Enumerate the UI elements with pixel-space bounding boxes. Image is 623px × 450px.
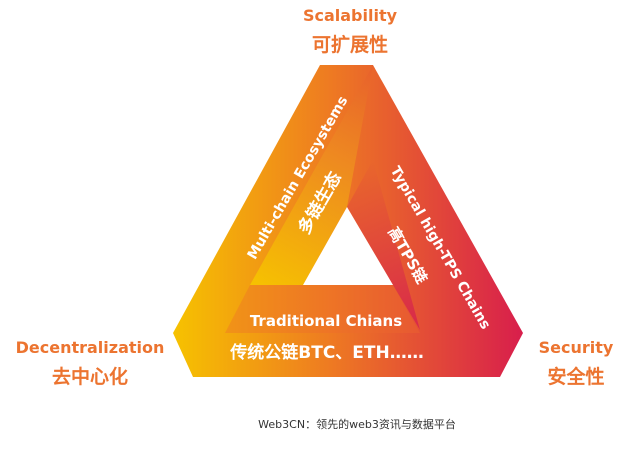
side-bottom-zh: 传统公链BTC、ETH…… — [230, 343, 424, 363]
side-bottom-en: Traditional Chians — [249, 312, 403, 330]
right-arm-face — [347, 160, 420, 330]
caption: Web3CN：领先的web3资讯与数据平台 — [258, 418, 456, 431]
corner-top-en: Scalability — [302, 6, 398, 25]
corner-right-en: Security — [538, 338, 614, 357]
corner-right-zh: 安全性 — [547, 366, 605, 388]
corner-top-zh: 可扩展性 — [311, 34, 389, 56]
triangle-inner-hole — [303, 207, 393, 285]
corner-left-zh: 去中心化 — [51, 366, 129, 388]
bottom-bar-face — [225, 285, 420, 333]
left-arm-face — [250, 65, 373, 285]
corner-left-en: Decentralization — [15, 338, 165, 357]
